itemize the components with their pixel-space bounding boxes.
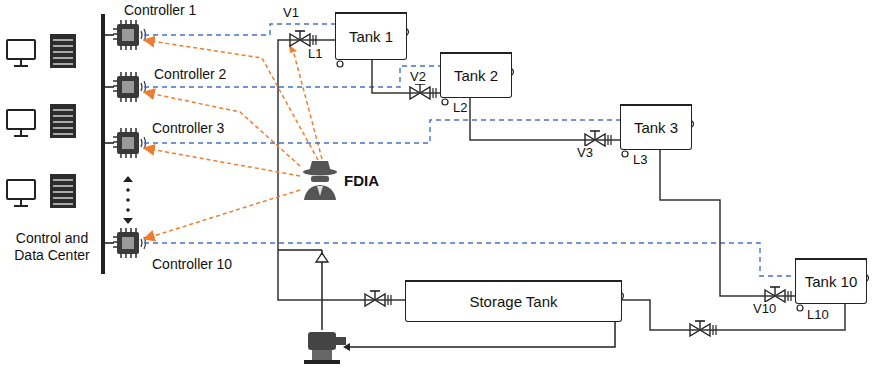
- tank-label: Tank 10: [805, 273, 858, 290]
- component-tag: L10: [806, 308, 830, 322]
- controller-node: Controller 3: [112, 128, 144, 158]
- tank-label: Tank 2: [454, 67, 498, 84]
- component-tag: V3: [576, 146, 594, 160]
- signal-link: [144, 66, 440, 87]
- pipe-line: [278, 40, 405, 300]
- attack-arrow: [144, 40, 318, 160]
- signal-link: [144, 243, 795, 276]
- controller-node: Controller 1: [112, 20, 144, 50]
- pipe-line: [660, 150, 795, 296]
- pipe-line: [470, 98, 620, 140]
- pipe-line: [372, 60, 440, 93]
- component-tag: L2: [452, 101, 468, 115]
- tank-box: Storage Tank: [405, 280, 622, 322]
- tank-box: Tank 1: [335, 12, 407, 60]
- attack-arrow: [144, 92, 300, 166]
- controller-label: Controller 10: [152, 256, 232, 272]
- controller-label: Controller 2: [154, 66, 226, 82]
- attacker-node: FDIA: [300, 160, 340, 200]
- attack-arrow: [144, 148, 300, 176]
- controller-label: Controller 1: [124, 2, 196, 18]
- component-tag: L1: [307, 47, 323, 61]
- tank-box: Tank 3: [620, 104, 692, 150]
- attacker-label: FDIA: [344, 172, 379, 189]
- tank-label: Storage Tank: [469, 293, 557, 310]
- center-label: Control and Data Center: [2, 230, 102, 264]
- component-tag: L3: [632, 153, 648, 167]
- controller-label: Controller 3: [152, 120, 224, 136]
- tank-box: Tank 2: [440, 52, 512, 98]
- component-tag: V1: [282, 6, 300, 20]
- signal-link: [144, 24, 335, 35]
- tank-box: Tank 10: [795, 258, 867, 304]
- tank-label: Tank 3: [634, 119, 678, 136]
- controller-node: Controller 10: [112, 228, 144, 258]
- pipe-line: [622, 300, 845, 330]
- attack-arrow: [144, 190, 300, 239]
- tank-label: Tank 1: [349, 28, 393, 45]
- controller-node: Controller 2: [112, 72, 144, 102]
- component-tag: V10: [752, 302, 777, 316]
- component-tag: V2: [409, 70, 427, 84]
